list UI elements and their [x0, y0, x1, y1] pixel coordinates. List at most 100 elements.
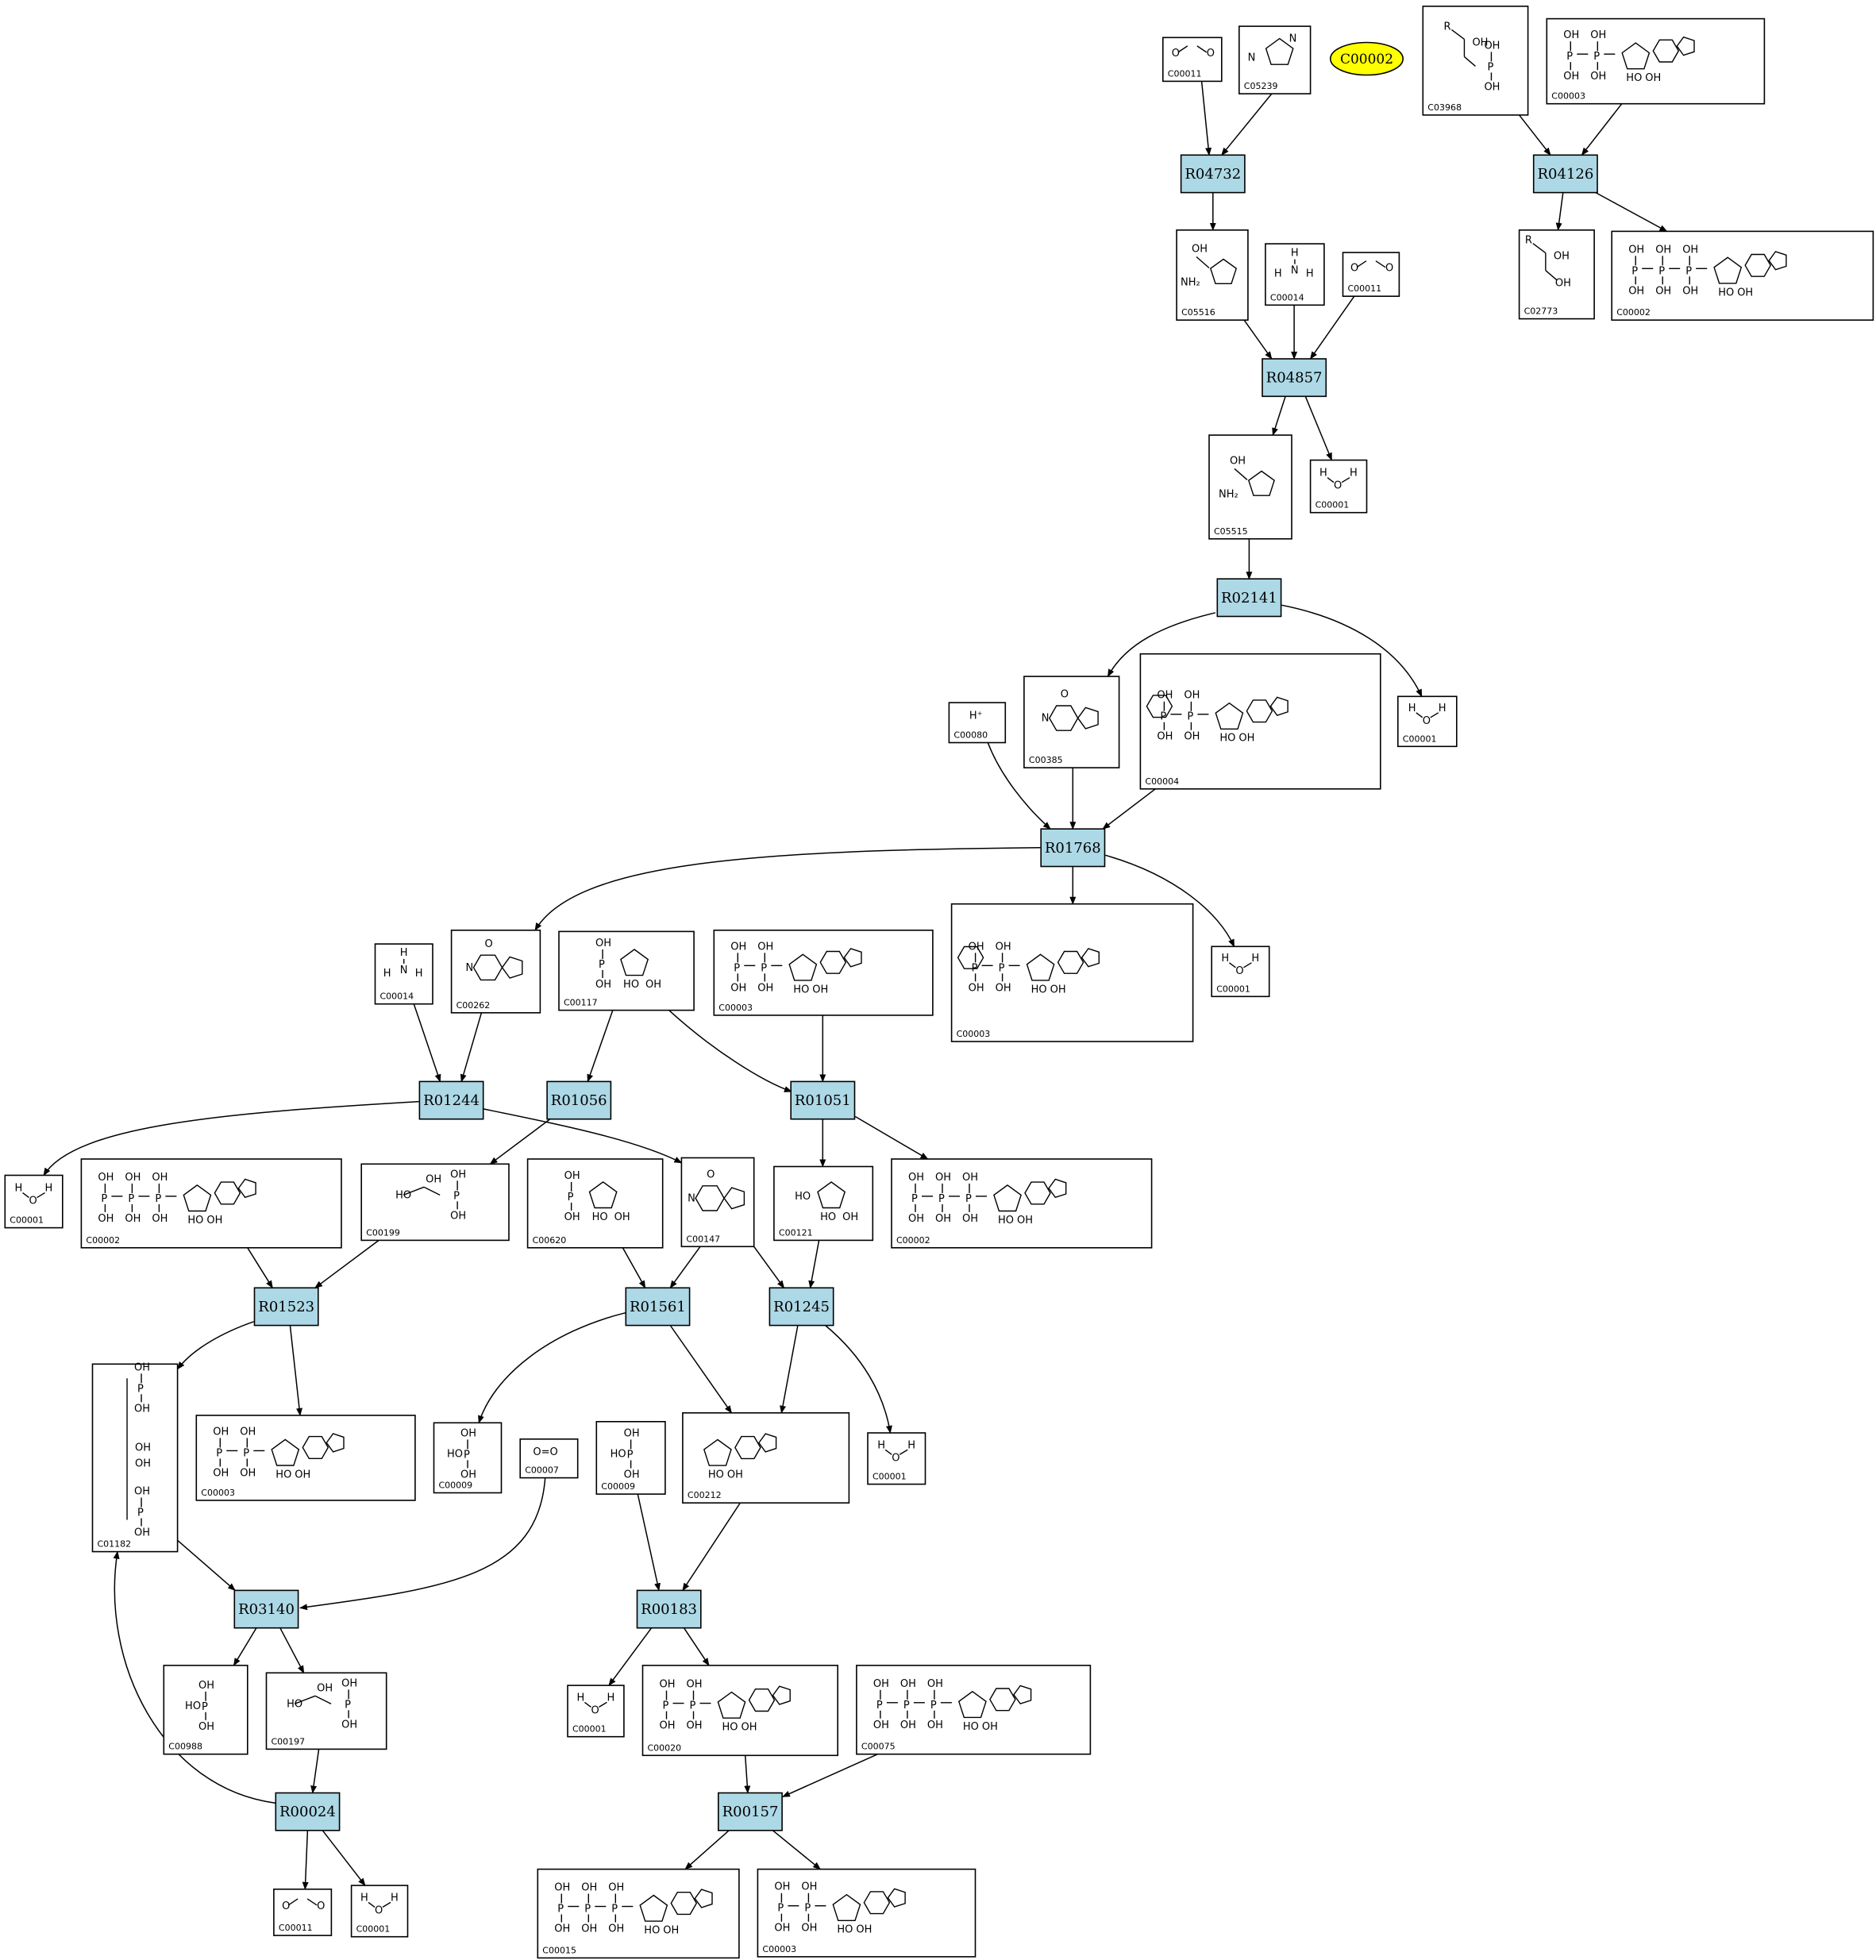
- reaction-node-r00024[interactable]: R00024: [275, 1792, 341, 1831]
- svg-text:H: H: [15, 1183, 23, 1195]
- edges-layer: [43, 81, 1668, 1890]
- svg-text:H: H: [907, 1439, 915, 1451]
- reaction-node-r04126[interactable]: R04126: [1532, 154, 1598, 194]
- reaction-node-r00157[interactable]: R00157: [717, 1792, 783, 1831]
- svg-text:OH: OH: [1050, 984, 1066, 995]
- svg-text:H: H: [1319, 468, 1327, 479]
- compound-id-label: C00001: [1403, 734, 1437, 744]
- reaction-node-r04732[interactable]: R04732: [1180, 154, 1246, 194]
- svg-text:OH: OH: [125, 1213, 141, 1225]
- reaction-node-r01051[interactable]: R01051: [790, 1080, 856, 1120]
- svg-text:OH: OH: [581, 1923, 597, 1935]
- compound-box: [680, 1157, 755, 1248]
- svg-text:OH: OH: [757, 941, 773, 953]
- svg-text:P: P: [1593, 51, 1600, 63]
- svg-text:OH: OH: [1655, 244, 1671, 256]
- svg-text:H⁺: H⁺: [969, 710, 983, 722]
- reaction-node-r01561[interactable]: R01561: [625, 1287, 691, 1327]
- edge-R00157-to-c44: [772, 1830, 821, 1870]
- compound-id-label: C00014: [380, 992, 414, 1002]
- svg-text:HO: HO: [611, 1448, 626, 1460]
- edge-c29-to-R03140: [177, 1539, 236, 1592]
- svg-text:OH: OH: [900, 1678, 916, 1690]
- svg-text:OH: OH: [727, 1469, 743, 1481]
- compound-id-label: C05239: [1244, 81, 1278, 91]
- edge-c18-to-R01056: [587, 1010, 614, 1083]
- svg-text:O: O: [707, 1169, 715, 1180]
- reaction-node-r01056[interactable]: R01056: [546, 1080, 612, 1120]
- svg-text:HO: HO: [187, 1215, 203, 1226]
- compound-box: [1238, 25, 1312, 94]
- reaction-node-r00183[interactable]: R00183: [636, 1589, 702, 1629]
- reaction-node-r03140[interactable]: R03140: [233, 1589, 299, 1629]
- reaction-node-r01245[interactable]: R01245: [769, 1287, 834, 1327]
- svg-text:OH: OH: [969, 982, 984, 994]
- svg-text:H: H: [1274, 268, 1282, 280]
- edge-R04857-to-c11: [1304, 396, 1333, 461]
- highlighted-compound-c00002[interactable]: C00002: [1330, 41, 1404, 76]
- svg-text:OH: OH: [595, 979, 611, 991]
- reaction-node-r01523[interactable]: R01523: [253, 1287, 319, 1327]
- reaction-node-r02141[interactable]: R02141: [1216, 578, 1282, 618]
- svg-text:O: O: [1350, 263, 1358, 275]
- compound-box: [867, 1432, 926, 1485]
- reaction-node-r01768[interactable]: R01768: [1040, 828, 1106, 868]
- reaction-node-r04857[interactable]: R04857: [1262, 358, 1327, 398]
- reaction-node-r01244[interactable]: R01244: [418, 1080, 484, 1120]
- svg-text:OH: OH: [240, 1467, 256, 1479]
- compound-id-label: C00117: [564, 998, 598, 1008]
- edge-R01245-to-c35: [825, 1324, 892, 1434]
- svg-text:P: P: [202, 1701, 208, 1713]
- compound-node-c00080[interactable]: H⁺C00080: [948, 702, 1007, 744]
- reaction-box: [1262, 358, 1327, 398]
- reaction-id-label: R01245: [773, 1299, 830, 1315]
